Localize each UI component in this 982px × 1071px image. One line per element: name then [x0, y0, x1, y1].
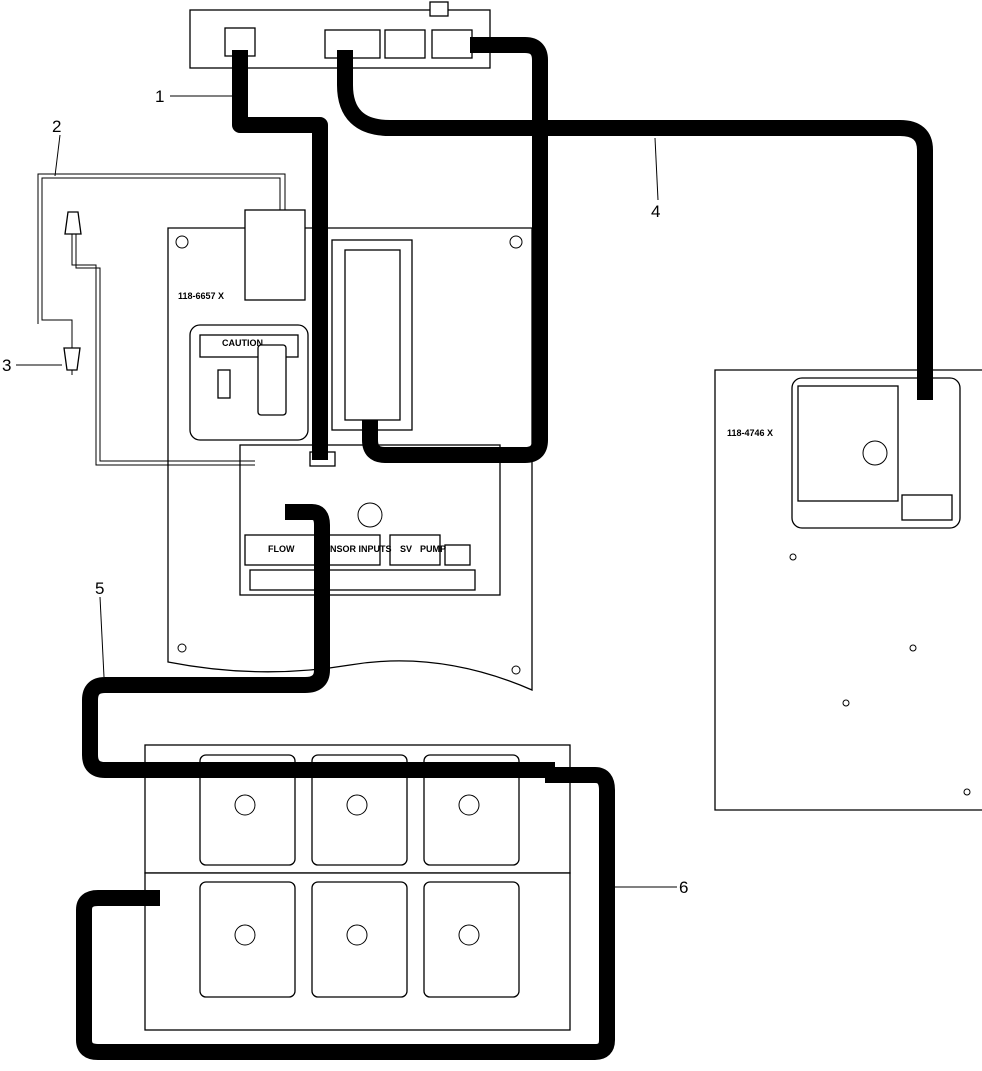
right-panel-part-number: 118-4746 X: [727, 428, 773, 438]
cable-1: [232, 50, 328, 460]
callouts: 1 2 3 4 5 6: [2, 87, 688, 897]
callout-3: 3: [2, 356, 11, 375]
flow-label: FLOW: [268, 544, 295, 554]
callout-2: 2: [52, 117, 61, 136]
pump-label: PUMP: [420, 544, 446, 554]
wire-harness: [37, 173, 286, 466]
modules-top: [199, 754, 520, 866]
cable-4: [337, 50, 933, 400]
module-rack: [144, 744, 571, 1031]
cable-5: [82, 504, 555, 778]
left-panel: 118-6657 X CAUTION FLOW SENSOR INPUTS SV…: [167, 209, 533, 691]
cable-6: [76, 767, 615, 1060]
right-panel: 118-4746 X: [714, 369, 982, 811]
cables: [76, 37, 933, 1060]
callout-5: 5: [95, 579, 104, 598]
modules-bottom: [199, 881, 520, 998]
left-panel-part-number: 118-6657 X: [178, 291, 224, 301]
callout-6: 6: [679, 878, 688, 897]
cable-extra: [362, 37, 548, 463]
sensor-inputs-label: SENSOR INPUTS: [318, 544, 392, 554]
sv-label: SV: [400, 544, 412, 554]
callout-1: 1: [155, 87, 164, 106]
callout-4: 4: [651, 202, 660, 221]
caution-label: CAUTION: [222, 338, 263, 348]
